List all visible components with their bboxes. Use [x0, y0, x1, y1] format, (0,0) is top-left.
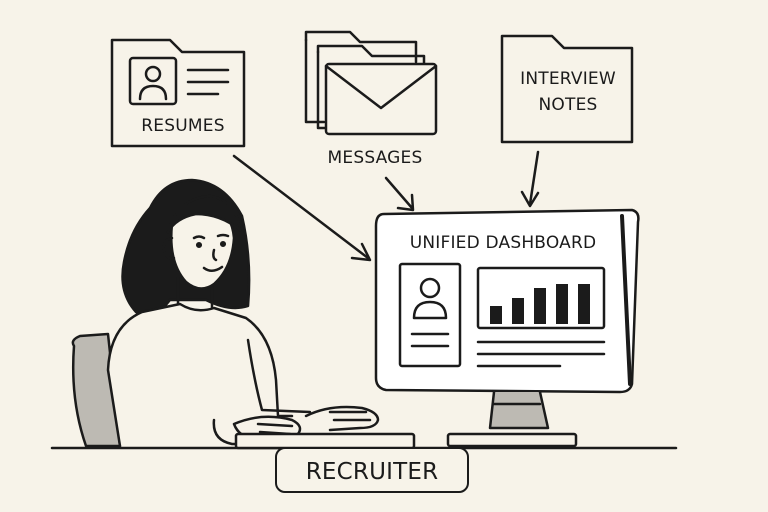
bar-chart-icon: [476, 266, 606, 368]
resume-folder-icon: [110, 38, 246, 148]
envelope-icon: [324, 62, 438, 136]
messages-folder-icon: [304, 30, 426, 130]
interview-notes-label: INTERVIEW NOTES: [506, 66, 630, 118]
recruiter-label: RECRUITER: [275, 447, 469, 493]
person-icon: [410, 277, 450, 348]
recruiter-person: [106, 178, 380, 448]
profile-card: [398, 262, 462, 368]
arrow-icon: [232, 150, 540, 262]
messages-label: MESSAGES: [327, 148, 423, 168]
dashboard-title: UNIFIED DASHBOARD: [409, 233, 597, 253]
notes-folder-icon: [500, 34, 634, 144]
interview-notes-line1: INTERVIEW: [520, 69, 616, 89]
resumes-label: RESUMES: [141, 116, 225, 136]
interview-notes-line2: NOTES: [538, 95, 598, 115]
